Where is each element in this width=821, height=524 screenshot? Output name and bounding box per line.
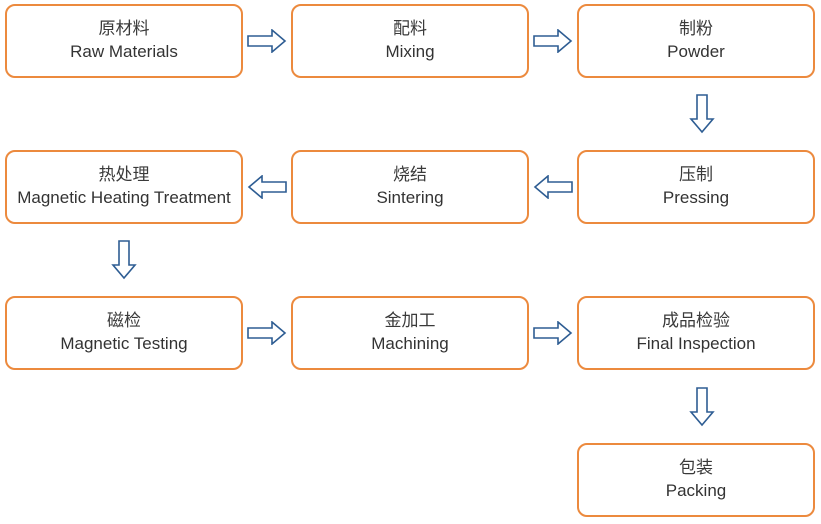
step-label-zh: 磁检: [107, 311, 141, 331]
arrow-down-icon: [689, 94, 715, 134]
step-label-zh: 热处理: [98, 165, 150, 185]
step-label-zh: 包装: [679, 458, 713, 478]
arrow-right-icon: [247, 321, 287, 345]
step-mixing: 配料 Mixing: [291, 4, 529, 78]
step-label-en: Mixing: [385, 42, 435, 61]
step-label-en: Magnetic Heating Treatment: [17, 188, 231, 207]
arrow-right-icon: [533, 321, 573, 345]
step-label-en: Magnetic Testing: [60, 334, 188, 353]
step-label-en: Packing: [665, 481, 727, 500]
step-magnetic-heating-treatment: 热处理 Magnetic Heating Treatment: [5, 150, 243, 224]
step-machining: 金加工 Machining: [291, 296, 529, 370]
step-label-zh: 烧结: [393, 165, 427, 185]
step-final-inspection: 成品检验 Final Inspection: [577, 296, 815, 370]
step-label-zh: 配料: [393, 19, 427, 39]
step-label-en: Sintering: [376, 188, 444, 207]
arrow-right-icon: [533, 29, 573, 53]
step-label-zh: 金加工: [384, 311, 436, 331]
step-powder: 制粉 Powder: [577, 4, 815, 78]
step-label-en: Powder: [667, 42, 725, 61]
step-packing: 包装 Packing: [577, 443, 815, 517]
step-label-zh: 原材料: [98, 19, 150, 39]
step-pressing: 压制 Pressing: [577, 150, 815, 224]
step-label-en: Raw Materials: [70, 42, 178, 61]
step-label-en: Machining: [371, 334, 449, 353]
arrow-left-icon: [247, 175, 287, 199]
step-label-en: Final Inspection: [636, 334, 756, 353]
arrow-left-icon: [533, 175, 573, 199]
step-magnetic-testing: 磁检 Magnetic Testing: [5, 296, 243, 370]
step-sintering: 烧结 Sintering: [291, 150, 529, 224]
arrow-right-icon: [247, 29, 287, 53]
step-label-zh: 制粉: [679, 19, 713, 39]
arrow-down-icon: [689, 387, 715, 427]
step-label-zh: 压制: [679, 165, 713, 185]
step-label-zh: 成品检验: [662, 311, 730, 331]
step-label-en: Pressing: [662, 188, 730, 207]
step-raw-materials: 原材料 Raw Materials: [5, 4, 243, 78]
arrow-down-icon: [111, 240, 137, 280]
